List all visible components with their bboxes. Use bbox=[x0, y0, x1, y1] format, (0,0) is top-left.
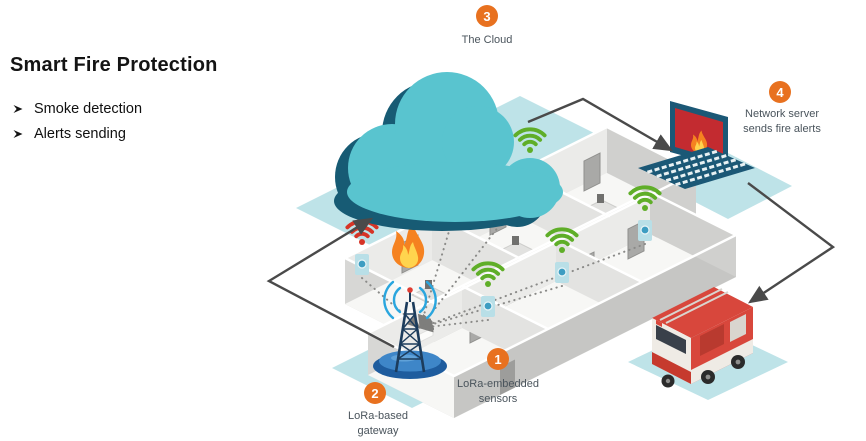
bullet-label: Smoke detection bbox=[34, 101, 143, 117]
step-badge-gateway: 2 bbox=[364, 382, 386, 404]
tower-beacon bbox=[407, 287, 413, 293]
smoke-sensor bbox=[545, 227, 579, 283]
antenna-tower-icon bbox=[373, 280, 447, 379]
monitor bbox=[512, 236, 519, 245]
bullet-arrow-icon bbox=[13, 130, 23, 138]
cloud-icon bbox=[334, 72, 563, 231]
smoke-sensor bbox=[628, 185, 662, 241]
sensor-to-gateway-link bbox=[419, 319, 489, 333]
sensor-to-gateway-link bbox=[419, 243, 646, 330]
gateway-to-cloud-arrow bbox=[266, 217, 395, 349]
step-badge-server: 4 bbox=[769, 81, 791, 103]
cloud-to-server-arrow bbox=[527, 97, 674, 152]
sensor-to-gateway-link bbox=[361, 277, 421, 329]
bullet-item: Alerts sending bbox=[12, 126, 280, 142]
cabinet bbox=[583, 152, 601, 192]
frontrow-right-wall bbox=[650, 192, 736, 277]
sensor-led bbox=[640, 225, 650, 235]
bullet-item: Smoke detection bbox=[12, 101, 280, 117]
step-label-gateway: LoRa-based gateway bbox=[348, 410, 408, 437]
truck-bumper bbox=[652, 352, 691, 384]
truck-wheel-hub bbox=[665, 378, 671, 384]
sensor-to-gateway-link bbox=[417, 227, 451, 329]
laptop-screen-alert bbox=[675, 108, 723, 161]
sensor-led bbox=[483, 301, 493, 311]
smoke-sensor-alarm bbox=[345, 219, 379, 275]
monitor bbox=[597, 194, 604, 203]
frontrow-front-wall bbox=[454, 235, 736, 418]
truck-roof bbox=[652, 287, 753, 338]
server-to-firetruck-arrow bbox=[747, 182, 836, 304]
title-block: Smart Fire Protection Smoke detection Al… bbox=[10, 54, 280, 151]
step-label-sensors: LoRa-embedded sensors bbox=[457, 378, 539, 405]
flow-arrows bbox=[266, 97, 836, 349]
cloud-body bbox=[347, 72, 563, 222]
laptop-keyboard-base bbox=[638, 147, 755, 189]
truck-wheel-hub bbox=[705, 374, 711, 380]
step-label-cloud: The Cloud bbox=[461, 34, 513, 46]
truck-ladder bbox=[659, 288, 729, 324]
slide-title: Smart Fire Protection bbox=[10, 54, 218, 76]
tower-lattice bbox=[397, 313, 423, 360]
truck-windshield bbox=[656, 325, 686, 354]
smoke-sensor bbox=[471, 261, 505, 317]
frontrow-back-wall bbox=[368, 192, 650, 375]
truck-wheel-hub bbox=[735, 359, 741, 365]
bullet-list: Smoke detection Alerts sending bbox=[12, 101, 280, 142]
sensor-led bbox=[557, 267, 567, 277]
bullet-label: Alerts sending bbox=[34, 126, 126, 142]
step-label-server: Network server sends fire alerts bbox=[743, 108, 821, 135]
truck-equipment-door bbox=[700, 324, 724, 356]
truck-light bbox=[656, 320, 662, 327]
sensor-led bbox=[357, 259, 367, 269]
truck-panel bbox=[730, 314, 746, 342]
step-badge-sensors: 1 bbox=[487, 348, 509, 370]
fire-truck-icon bbox=[652, 287, 753, 388]
step-badge-cloud: 3 bbox=[476, 5, 498, 27]
sensor-to-gateway-link bbox=[419, 185, 531, 329]
sensor-links-layer bbox=[361, 185, 646, 333]
bullet-arrow-icon bbox=[13, 105, 23, 113]
radio-signal-icon bbox=[383, 280, 437, 320]
laptop-alert-icon bbox=[638, 101, 755, 189]
